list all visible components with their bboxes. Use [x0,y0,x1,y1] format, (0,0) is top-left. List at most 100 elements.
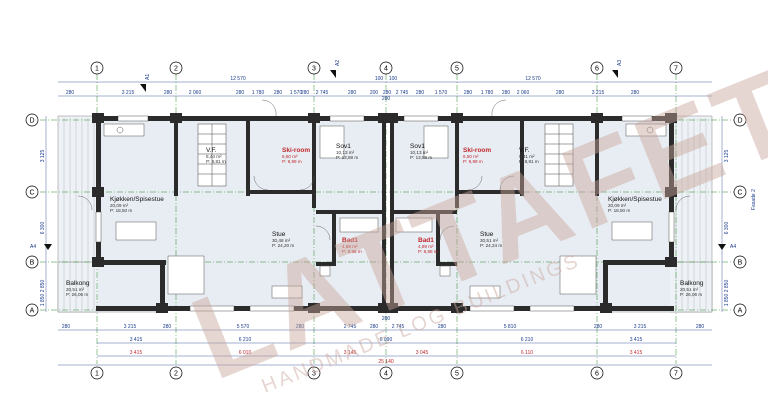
room-area: 20,09 m² [608,203,627,208]
axis-label-top: 3 [312,66,316,73]
staircases [197,123,574,187]
axis-label-bottom: 5 [455,371,459,378]
room-name: Stue [480,231,494,238]
dim-bottom-red: 3 415 [130,350,143,356]
axis-label-top: 4 [384,66,388,73]
axis-label-bottom: 3 [312,371,316,378]
row-bubble [25,255,39,269]
room-name: Ski-room [463,147,491,154]
furniture [103,123,667,299]
room-area: 5,41 m² [519,154,535,159]
room-perimeter: P: 18,50 m [110,208,132,213]
row-label: A [30,308,35,315]
row-bubble [733,303,747,317]
axis-bubble-top [90,61,104,75]
dim-top: 2 060 [189,90,202,96]
sofa-left [167,255,205,295]
room-area: 20,09 m² [110,203,129,208]
room-area: 6,50 m² [463,154,479,159]
room-perimeter: P: 8,81 m [206,159,226,164]
bed-left [319,125,345,159]
room-perimeter: P: 8,88 m [418,249,438,254]
room-perimeter: P: 13,88 m [410,155,432,160]
room-perimeter: P: 26,06 m [66,292,88,297]
kitchen-counter-right [625,123,667,137]
room-name: Balkong [66,280,90,287]
dim-bottom-axis: 6 210 [239,337,252,343]
bathtub-left [339,217,379,233]
dim-top: 1 570 [435,90,448,96]
axis-bubble-bottom [307,366,321,380]
room-name: Kjøkken/Spisestue [608,196,662,203]
room-area: 10,13 m² [336,150,355,155]
dim-top: 280 [383,90,392,96]
dim-bottom: 280 [594,324,603,330]
dim-left: 2 850 [40,280,46,293]
dim-bottom: 3 215 [634,324,647,330]
axis-label-bottom: 7 [674,371,678,378]
dim-bottom-red: 3 415 [630,350,643,356]
room-name: Ski-room [282,147,310,154]
dim-bottom: 280 [163,324,172,330]
axis-bubble-bottom [379,366,393,380]
dim-total: 25 140 [378,359,394,365]
row-label: B [30,260,35,267]
row-bubble [25,303,39,317]
axis-bubble-top [379,61,393,75]
dim-bottom: 280 [62,324,71,330]
dim-top: 1 780 [252,90,265,96]
section-mark-a2: A2 [335,60,341,66]
stove-left [319,265,331,277]
room-perimeter: P: 13,88 m [336,155,358,160]
dining-table-right [611,221,653,241]
axis-label-bottom: 1 [95,371,99,378]
axis-label-top: 2 [174,66,178,73]
dim-bottom-axis: 6 210 [521,337,534,343]
dim-top: 280 [236,90,245,96]
dim-top-overall: 100 [389,76,398,82]
dim-bottom: 5 570 [237,324,250,330]
axis-bubble-top [307,61,321,75]
section-side-label: Fasade 2 [751,189,757,210]
room-name: Balkong [680,280,704,287]
room-name: Stue [272,231,286,238]
deck-boards [63,118,707,310]
dim-top: 200 [370,90,379,96]
axis-bubble-top [590,61,604,75]
tv-bench-right [469,285,501,299]
tv-bench-left [271,285,303,299]
dim-bottom: 2 745 [392,324,405,330]
row-bubble [733,255,747,269]
dim-top: 280 [274,90,283,96]
room-perimeter: P: 8,81 m [519,159,539,164]
axis-label-bottom: 6 [595,371,599,378]
axis-bubble-top [169,61,183,75]
dim-bottom: 280 [438,324,447,330]
dim-top-overall: 100 [375,76,384,82]
room-perimeter: P: 9,99 m [463,159,483,164]
section-mark-a1: A1 [145,74,151,80]
bed-right [423,125,449,159]
sink-right [646,126,654,134]
section-mark-a4-right: A4 [730,244,736,250]
row-bubble [25,185,39,199]
axis-bubble-top [450,61,464,75]
log-ends [92,113,677,313]
dim-top: 1 780 [481,90,494,96]
room-perimeter: P: 9,99 m [282,159,302,164]
dim-center-top: 200 [382,96,391,102]
dimension-lines [45,81,723,366]
room-area: 20,51 m² [66,287,85,292]
row-label: B [738,260,743,267]
stove-right [439,265,451,277]
row-bubble [733,185,747,199]
room-perimeter: P: 18,50 m [608,208,630,213]
dim-bottom-red: 3 045 [416,350,429,356]
room-area: 10,13 m² [410,150,429,155]
row-bubble [25,113,39,127]
room-area: 4,88 m² [342,244,358,249]
axis-bubble-top [669,61,683,75]
axis-label-bottom: 2 [174,371,178,378]
